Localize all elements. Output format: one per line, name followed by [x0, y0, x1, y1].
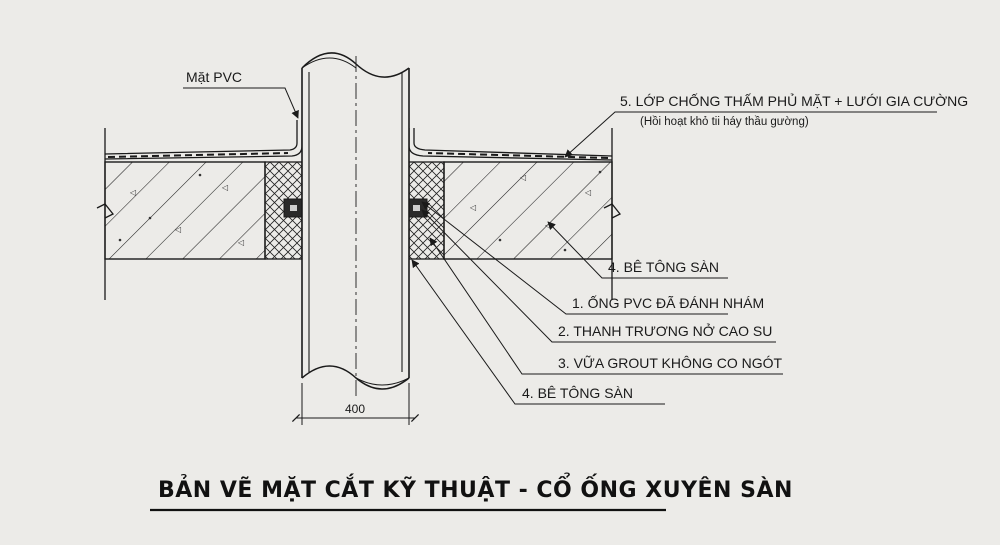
svg-text:◁: ◁ [129, 188, 136, 197]
leader-lines [183, 87, 937, 405]
svg-text:◁: ◁ [584, 188, 591, 197]
label-waterproof-layer: 5. LỚP CHỐNG THẤM PHỦ MẶT + LƯỚI GIA CƯỜ… [620, 92, 968, 109]
label-rubber-bar: 2. THANH TRƯƠNG NỞ CAO SU [558, 322, 772, 339]
label-pvc-face: Mặt PVC [186, 69, 242, 85]
svg-text:◁: ◁ [544, 221, 551, 230]
label-slab-concrete-top: 4. BÊ TÔNG SÀN [608, 259, 719, 275]
label-grout: 3. VỮA GROUT KHÔNG CO NGÓT [558, 355, 783, 371]
break-lines [96, 128, 622, 300]
label-pvc-pipe: 1. ỐNG PVC ĐÃ ĐÁNH NHÁM [572, 294, 764, 311]
dimension-line [291, 383, 420, 425]
drawing-title: BẢN VẼ MẶT CẮT KỸ THUẬT - CỔ ỐNG XUYÊN S… [158, 473, 793, 503]
rubber-bar-core-right [413, 205, 420, 211]
svg-text:◁: ◁ [237, 238, 244, 247]
svg-text:◁: ◁ [221, 183, 228, 192]
concrete-slab-right: ◁ ◁ ◁ ◁ [443, 161, 613, 260]
dimension-value: 400 [345, 402, 365, 416]
pvc-pipe [301, 52, 410, 400]
concrete-slab-left: ◁ ◁ ◁ ◁ [104, 161, 266, 260]
label-waterproof-note: (Hồi hoạt khỏ tii háy thầu gường) [640, 116, 809, 128]
rubber-bar-core-left [290, 205, 297, 211]
waterproof-membrane [104, 120, 613, 161]
svg-text:◁: ◁ [174, 225, 181, 234]
svg-text:◁: ◁ [469, 203, 476, 212]
label-slab-concrete-bottom: 4. BÊ TÔNG SÀN [522, 385, 633, 401]
svg-text:◁: ◁ [519, 173, 526, 182]
